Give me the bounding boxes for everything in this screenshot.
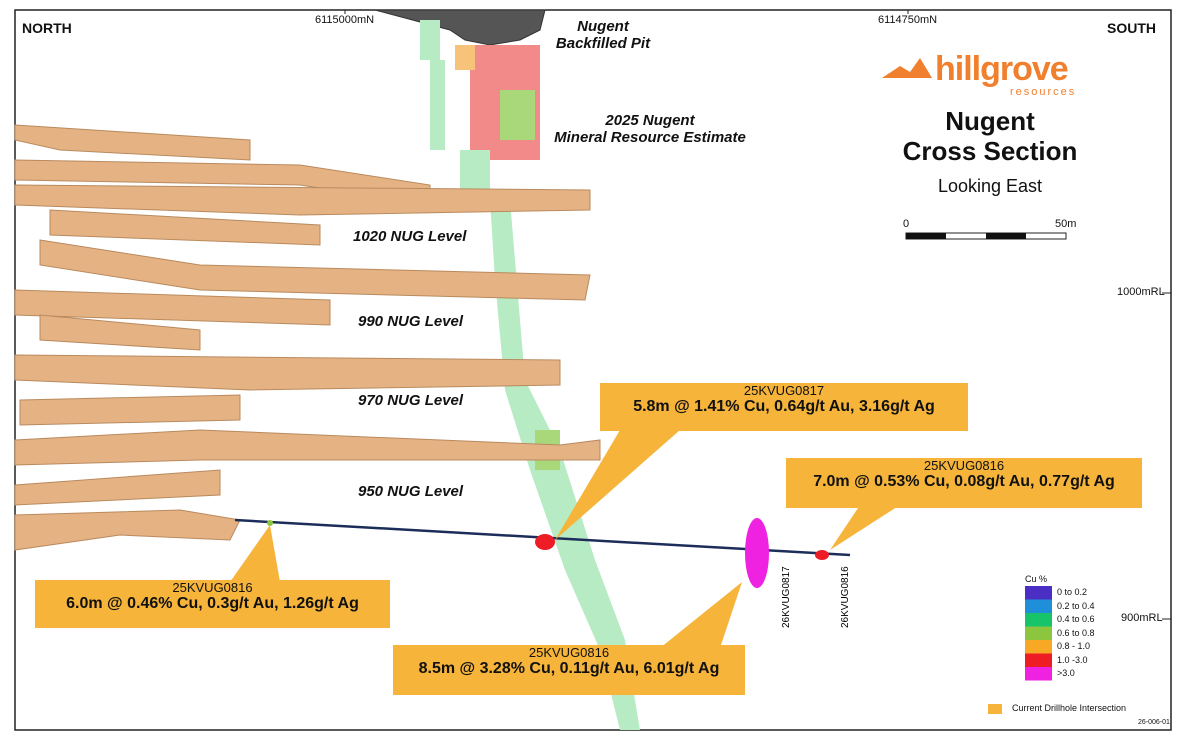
callout-25kvug0817: 25KVUG0817 5.8m @ 1.41% Cu, 0.64g/t Au, … [600,383,968,431]
legend-label: 0.4 to 0.6 [1057,614,1095,624]
northing-right: 6114750mN [878,14,938,26]
callout-result: 5.8m @ 1.41% Cu, 0.64g/t Au, 3.16g/t Ag [633,398,935,415]
level-label-990: 990 NUG Level [358,313,464,330]
callout-pointers [230,430,900,648]
hole-label-26kvug0816: 26KVUG0816 [840,566,851,628]
callout-hole: 25KVUG0816 [923,458,1005,473]
legend-swatch [1025,613,1052,627]
logo-sub: resources [1010,86,1077,98]
mre-label-line2: Mineral Resource Estimate [554,129,746,146]
legend-label: 1.0 -3.0 [1057,654,1088,665]
legend-title: Cu % [1025,574,1048,584]
hole-label-26kvug0817: 26KVUG0817 [781,566,792,628]
callout-hole: 25KVUG0816 [528,645,610,660]
intercept-green [267,520,273,526]
mre-label: 2025 Nugent Mineral Resource Estimate [535,112,765,146]
legend-swatches [1025,586,1052,681]
logo-name: hillgrove [935,50,1069,88]
legend-swatch [1025,626,1052,640]
legend-label: >3.0 [1057,668,1075,678]
intercept-high-grade [535,534,555,550]
diagram-subtitle: Looking East [937,176,1043,196]
pit-label: Nugent Backfilled Pit [548,18,658,52]
legend-swatch [1025,640,1052,654]
callout-result: 7.0m @ 0.53% Cu, 0.08g/t Au, 0.77g/t Ag [813,473,1115,490]
intercept-very-high-grade [745,518,769,588]
scale-end: 50m [1055,218,1077,230]
level-label-950: 950 NUG Level [358,483,464,500]
diagram-title: Nugent Cross Section [890,106,1090,166]
legend-swatch [1025,599,1052,613]
rl-1000: 1000mRL [1117,286,1165,298]
legend-swatch [1025,667,1052,681]
callout-hole: 25KVUG0816 [172,580,253,595]
legend-swatch [1025,653,1052,667]
northing-left: 6115000mN [315,14,375,26]
legend-label: 0 to 0.2 [1057,587,1088,597]
mre-label-line1: 2025 Nugent [605,112,695,129]
pit-label-line2: Backfilled Pit [555,35,651,52]
pit-label-line1: Nugent [577,18,629,35]
rl-900: 900mRL [1121,612,1163,624]
callout-result: 8.5m @ 3.28% Cu, 0.11g/t Au, 6.01g/t Ag [418,660,720,677]
legend-label: 0.8 - 1.0 [1057,641,1091,651]
scale-bar [905,232,1067,240]
north-label: NORTH [22,20,72,36]
legend-label: 0.6 to 0.8 [1057,627,1095,638]
callout-result: 6.0m @ 0.46% Cu, 0.3g/t Au, 1.26g/t Ag [66,595,359,612]
backfilled-pit [374,9,546,46]
callout-25kvug0816-centre: 25KVUG0816 8.5m @ 3.28% Cu, 0.11g/t Au, … [393,645,745,695]
legend-intersection-swatch [988,704,1002,714]
logo-mountain-icon [882,58,932,78]
title-line1: Nugent [945,106,1035,136]
legend-swatch [1025,586,1052,600]
reference-code: 26-006-01 [1138,719,1170,726]
level-label-970: 970 NUG Level [358,392,464,409]
callout-25kvug0816-north: 25KVUG0816 6.0m @ 0.46% Cu, 0.3g/t Au, 1… [35,580,390,628]
legend-intersection-label: Current Drillhole Intersection [1012,703,1127,713]
level-label-1020: 1020 NUG Level [353,228,467,245]
legend-label: 0.2 to 0.4 [1057,600,1095,611]
title-line2: Cross Section [902,136,1078,166]
intercept-red [815,550,829,560]
scale-start: 0 [903,218,910,230]
callout-25kvug0816-south: 25KVUG0816 7.0m @ 0.53% Cu, 0.08g/t Au, … [786,458,1142,508]
callout-hole: 25KVUG0817 [743,383,825,398]
underground-drifts [14,124,601,551]
south-label: SOUTH [1107,20,1156,36]
